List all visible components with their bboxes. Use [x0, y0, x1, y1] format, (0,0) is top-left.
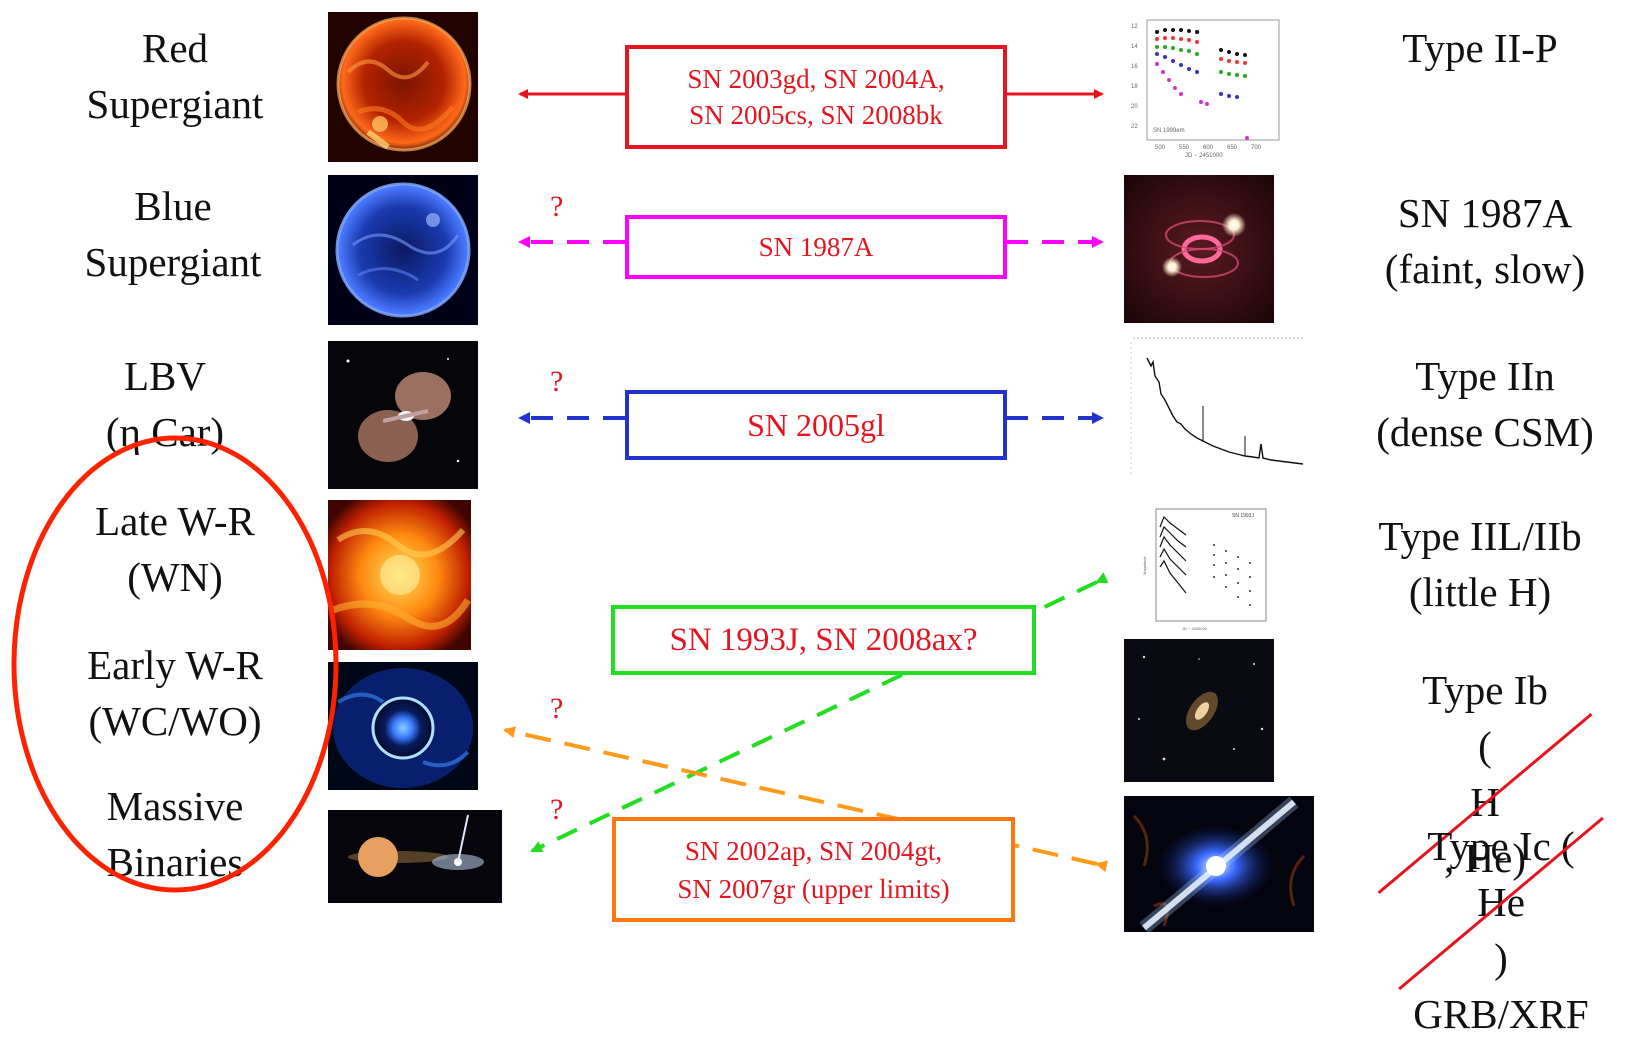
axis-title: JD − 2449000 [1182, 626, 1208, 631]
box-line: SN 2005cs, SN 2008bk [689, 100, 943, 130]
label-line: Massive [106, 783, 244, 829]
axis-tick: 700 [1251, 145, 1262, 151]
blue-supergiant-image [328, 175, 478, 325]
box-type-iib-events: SN 1993J, SN 2008ax? [611, 605, 1036, 675]
plot-label: SN 1999em [1153, 128, 1185, 134]
wr-highlight-circle [11, 435, 339, 893]
box-sn1987a: SN 1987A [625, 215, 1007, 279]
axis-tick: 16 [1131, 64, 1138, 70]
axis-tick: 22 [1131, 124, 1138, 130]
late-wr-image [328, 500, 471, 650]
label-sn1987a: SN 1987A (faint, slow) [1350, 185, 1620, 297]
grb-jet-image [1124, 796, 1314, 932]
label-type-iip: Type II-P [1360, 20, 1600, 76]
label-line: Early W-R [87, 642, 263, 688]
box-type-ic-events: SN 2002ap, SN 2004gt, SN 2007gr (upper l… [612, 817, 1015, 922]
light-curve-ii-p-plot: 12 14 16 18 20 22 500 550 600 650 700 JD… [1125, 14, 1285, 160]
label-fragment: ( [1478, 723, 1492, 769]
label-massive-binaries: Massive Binaries [60, 778, 290, 890]
box-line: SN 1987A [758, 231, 874, 262]
label-line: (WN) [127, 554, 223, 600]
label-line: Type Ic (He) [1372, 818, 1630, 986]
sn1987a-image [1124, 175, 1274, 323]
box-line: SN 2005gl [747, 406, 885, 443]
label-line: LBV [124, 353, 206, 399]
axis-tick: 550 [1179, 145, 1190, 151]
diagram-stage: Red Supergiant Blue Supergiant LBV (η Ca… [0, 0, 1632, 932]
label-line: Supergiant [84, 239, 262, 285]
label-line: Type II-P [1402, 25, 1558, 71]
axis-tick: 600 [1203, 145, 1214, 151]
label-line: (WC/WO) [88, 698, 262, 744]
axis-tick: 18 [1131, 84, 1138, 90]
axis-tick: 20 [1131, 104, 1138, 110]
label-fragment: ) [1494, 935, 1508, 981]
struck-text: H [1350, 774, 1620, 830]
struck-text: He [1372, 874, 1630, 930]
label-line: Type IIL/IIb [1378, 513, 1582, 559]
label-line: (faint, slow) [1384, 246, 1586, 292]
question-mark: ? [550, 190, 564, 223]
box-line: SN 1993J, SN 2008ax? [669, 621, 978, 658]
plot-label: SN 1993J [1232, 513, 1254, 519]
box-sn2005gl: SN 2005gl [625, 390, 1007, 460]
label-line: SN 1987A [1397, 190, 1573, 236]
question-mark: ? [550, 793, 564, 826]
type-ib-galaxy-image [1124, 639, 1274, 782]
red-supergiant-image [328, 12, 478, 162]
label-type-ic: Type Ic (He) GRB/XRF [1372, 818, 1630, 1042]
label-line: GRB/XRF [1413, 991, 1589, 1037]
axis-tick: 500 [1155, 145, 1166, 151]
axis-tick: 14 [1131, 44, 1138, 50]
label-line: Late W-R [95, 498, 255, 544]
spectrum-iin-plot [1125, 336, 1307, 480]
light-curve-iib-plot: SN 1993J Magnitude JD − 2449000 [1142, 505, 1270, 633]
label-line: Supergiant [86, 81, 264, 127]
label-line: Blue [134, 183, 212, 229]
axis-title: JD − 2451000 [1185, 153, 1223, 159]
massive-binaries-image [328, 810, 502, 903]
question-mark: ? [550, 365, 564, 398]
eta-carinae-image [328, 341, 478, 489]
box-line: SN 2003gd, SN 2004A, [687, 64, 945, 94]
box-line: SN 2007gr (upper limits) [677, 873, 950, 904]
label-line: Type IIn [1415, 353, 1555, 399]
label-type-iin: Type IIn (dense CSM) [1340, 348, 1630, 460]
axis-title: Magnitude [1142, 556, 1147, 575]
axis-tick: 650 [1227, 145, 1238, 151]
label-late-wr: Late W-R (WN) [60, 493, 290, 605]
label-line: (little H) [1408, 569, 1552, 615]
label-line: Type Ib [1422, 667, 1548, 713]
box-type-iip-events: SN 2003gd, SN 2004A, SN 2005cs, SN 2008b… [625, 45, 1007, 149]
label-line: (dense CSM) [1376, 409, 1594, 455]
early-wr-image [328, 662, 478, 790]
question-mark: ? [550, 692, 564, 725]
box-line: SN 2002ap, SN 2004gt, [684, 835, 943, 866]
label-line: Binaries [106, 839, 244, 885]
label-lbv: LBV (η Car) [50, 348, 280, 460]
axis-tick: 12 [1131, 24, 1138, 30]
label-blue-supergiant: Blue Supergiant [58, 178, 288, 290]
label-line: Red [141, 25, 209, 71]
label-red-supergiant: Red Supergiant [60, 20, 290, 132]
label-type-iil-iib: Type IIL/IIb (little H) [1330, 508, 1630, 620]
label-early-wr: Early W-R (WC/WO) [60, 637, 290, 749]
